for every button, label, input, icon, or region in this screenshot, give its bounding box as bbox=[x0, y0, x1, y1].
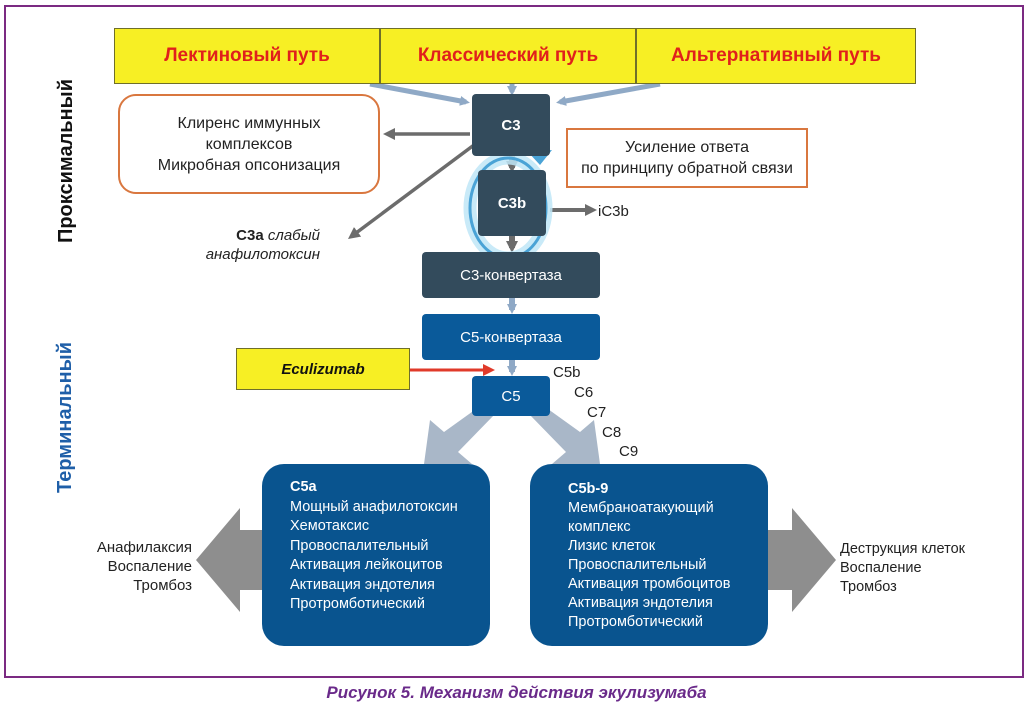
lectin-arrow bbox=[369, 81, 470, 106]
classical-pathway-box: Классический путь bbox=[380, 28, 636, 84]
c5b9-item: Мембраноатакующий bbox=[568, 500, 714, 516]
c3b-label: C3b bbox=[497, 194, 527, 212]
right-outcomes: Деструкция клеток Воспаление Тромбоз bbox=[840, 540, 1016, 597]
left-outcomes: Анафилаксия Воспаление Тромбоз bbox=[70, 538, 192, 595]
c5a-item: Активация эндотелия bbox=[290, 576, 435, 593]
eculizumab-box: Eculizumab bbox=[236, 348, 410, 390]
left-outcome: Тромбоз bbox=[133, 577, 192, 594]
c5-label: C5 bbox=[501, 387, 521, 405]
right-outcome-arrow bbox=[766, 508, 836, 612]
clearance-line-1: Клиренс иммунных bbox=[177, 114, 321, 132]
c3a-desc-2: анафилотоксин bbox=[205, 246, 320, 263]
feedback-box: Усиление ответа по принципу обратной свя… bbox=[566, 128, 808, 188]
classical-pathway-label: Классический путь bbox=[417, 45, 599, 66]
c5-node: C5 bbox=[472, 376, 550, 416]
c3-convertase-label: C3-конвертаза bbox=[460, 266, 562, 284]
left-outcome: Анафилаксия bbox=[96, 539, 192, 556]
c3-to-c3a-arrow bbox=[347, 143, 476, 239]
c5a-split-arrow bbox=[424, 404, 495, 464]
left-outcome: Воспаление bbox=[107, 558, 192, 575]
c3-label: C3 bbox=[501, 116, 521, 134]
c3a-label: C3a слабый анафилотоксин bbox=[180, 226, 320, 264]
right-outcome: Деструкция клеток bbox=[840, 541, 965, 557]
right-outcome: Тромбоз bbox=[840, 579, 897, 595]
c5a-item: Мощный анафилотоксин bbox=[290, 498, 458, 515]
c5a-box: C5a Мощный анафилотоксин Хемотаксис Пров… bbox=[262, 464, 490, 646]
c3a-desc-1: слабый bbox=[267, 227, 320, 244]
clearance-line-3: Микробная опсонизация bbox=[157, 156, 341, 174]
c5a-item: Хемотаксис bbox=[290, 518, 370, 534]
c3a-name: C3a bbox=[236, 227, 264, 244]
right-outcome: Воспаление bbox=[840, 560, 922, 576]
c5b9-title: C5b-9 bbox=[568, 481, 609, 497]
alternative-arrow bbox=[556, 81, 661, 106]
c3b-node: C3b bbox=[478, 170, 546, 236]
c5b9-item: Активация эндотелия bbox=[568, 595, 713, 611]
component-c9: C9 bbox=[619, 443, 639, 460]
c3-node: C3 bbox=[472, 94, 550, 156]
feedback-line-1: Усиление ответа bbox=[625, 139, 749, 156]
eculizumab-label: Eculizumab bbox=[281, 360, 365, 378]
c5b-split-arrow bbox=[529, 404, 600, 464]
figure-frame bbox=[4, 5, 1024, 678]
component-c7: C7 bbox=[587, 404, 607, 421]
alternative-pathway-box: Альтернативный путь bbox=[636, 28, 916, 84]
c5b9-item: Активация тромбоцитов bbox=[568, 576, 731, 592]
c5-convertase-node: C5-конвертаза bbox=[422, 314, 600, 360]
left-outcome-arrow bbox=[196, 508, 266, 612]
c5b9-item: комплекс bbox=[568, 519, 631, 535]
c5a-item: Провоспалительный bbox=[290, 537, 429, 554]
terminal-label: Терминальный bbox=[54, 341, 76, 493]
alternative-pathway-label: Альтернативный путь bbox=[671, 45, 881, 66]
c5a-item: Активация лейкоцитов bbox=[290, 557, 443, 573]
component-c8: C8 bbox=[602, 424, 622, 441]
lectin-pathway-label: Лектиновый путь bbox=[164, 45, 330, 66]
clearance-line-2: комплексов bbox=[205, 135, 293, 153]
c5a-title: C5a bbox=[290, 479, 317, 495]
lectin-pathway-box: Лектиновый путь bbox=[114, 28, 380, 84]
c5b9-item: Протромботический bbox=[568, 614, 704, 630]
feedback-line-2: по принципу обратной связи bbox=[581, 160, 793, 177]
c5b9-box: C5b-9 Мембраноатакующий комплекс Лизис к… bbox=[530, 464, 768, 646]
c5b9-item: Провоспалительный bbox=[568, 557, 707, 573]
proximal-label: Проксимальный bbox=[55, 78, 77, 244]
c5-convertase-label: C5-конвертаза bbox=[460, 328, 562, 346]
c3-convertase-node: C3-конвертаза bbox=[422, 252, 600, 298]
ic3b-label: iC3b bbox=[598, 203, 629, 220]
figure-caption: Рисунок 5. Механизм действия экулизумаба bbox=[326, 683, 707, 702]
component-c5b: C5b bbox=[553, 364, 581, 381]
c5b9-item: Лизис клеток bbox=[568, 538, 656, 554]
c5a-item: Протромботический bbox=[290, 596, 426, 612]
component-c6: C6 bbox=[574, 384, 594, 401]
clearance-box: Клиренс иммунных комплексов Микробная оп… bbox=[118, 94, 380, 194]
